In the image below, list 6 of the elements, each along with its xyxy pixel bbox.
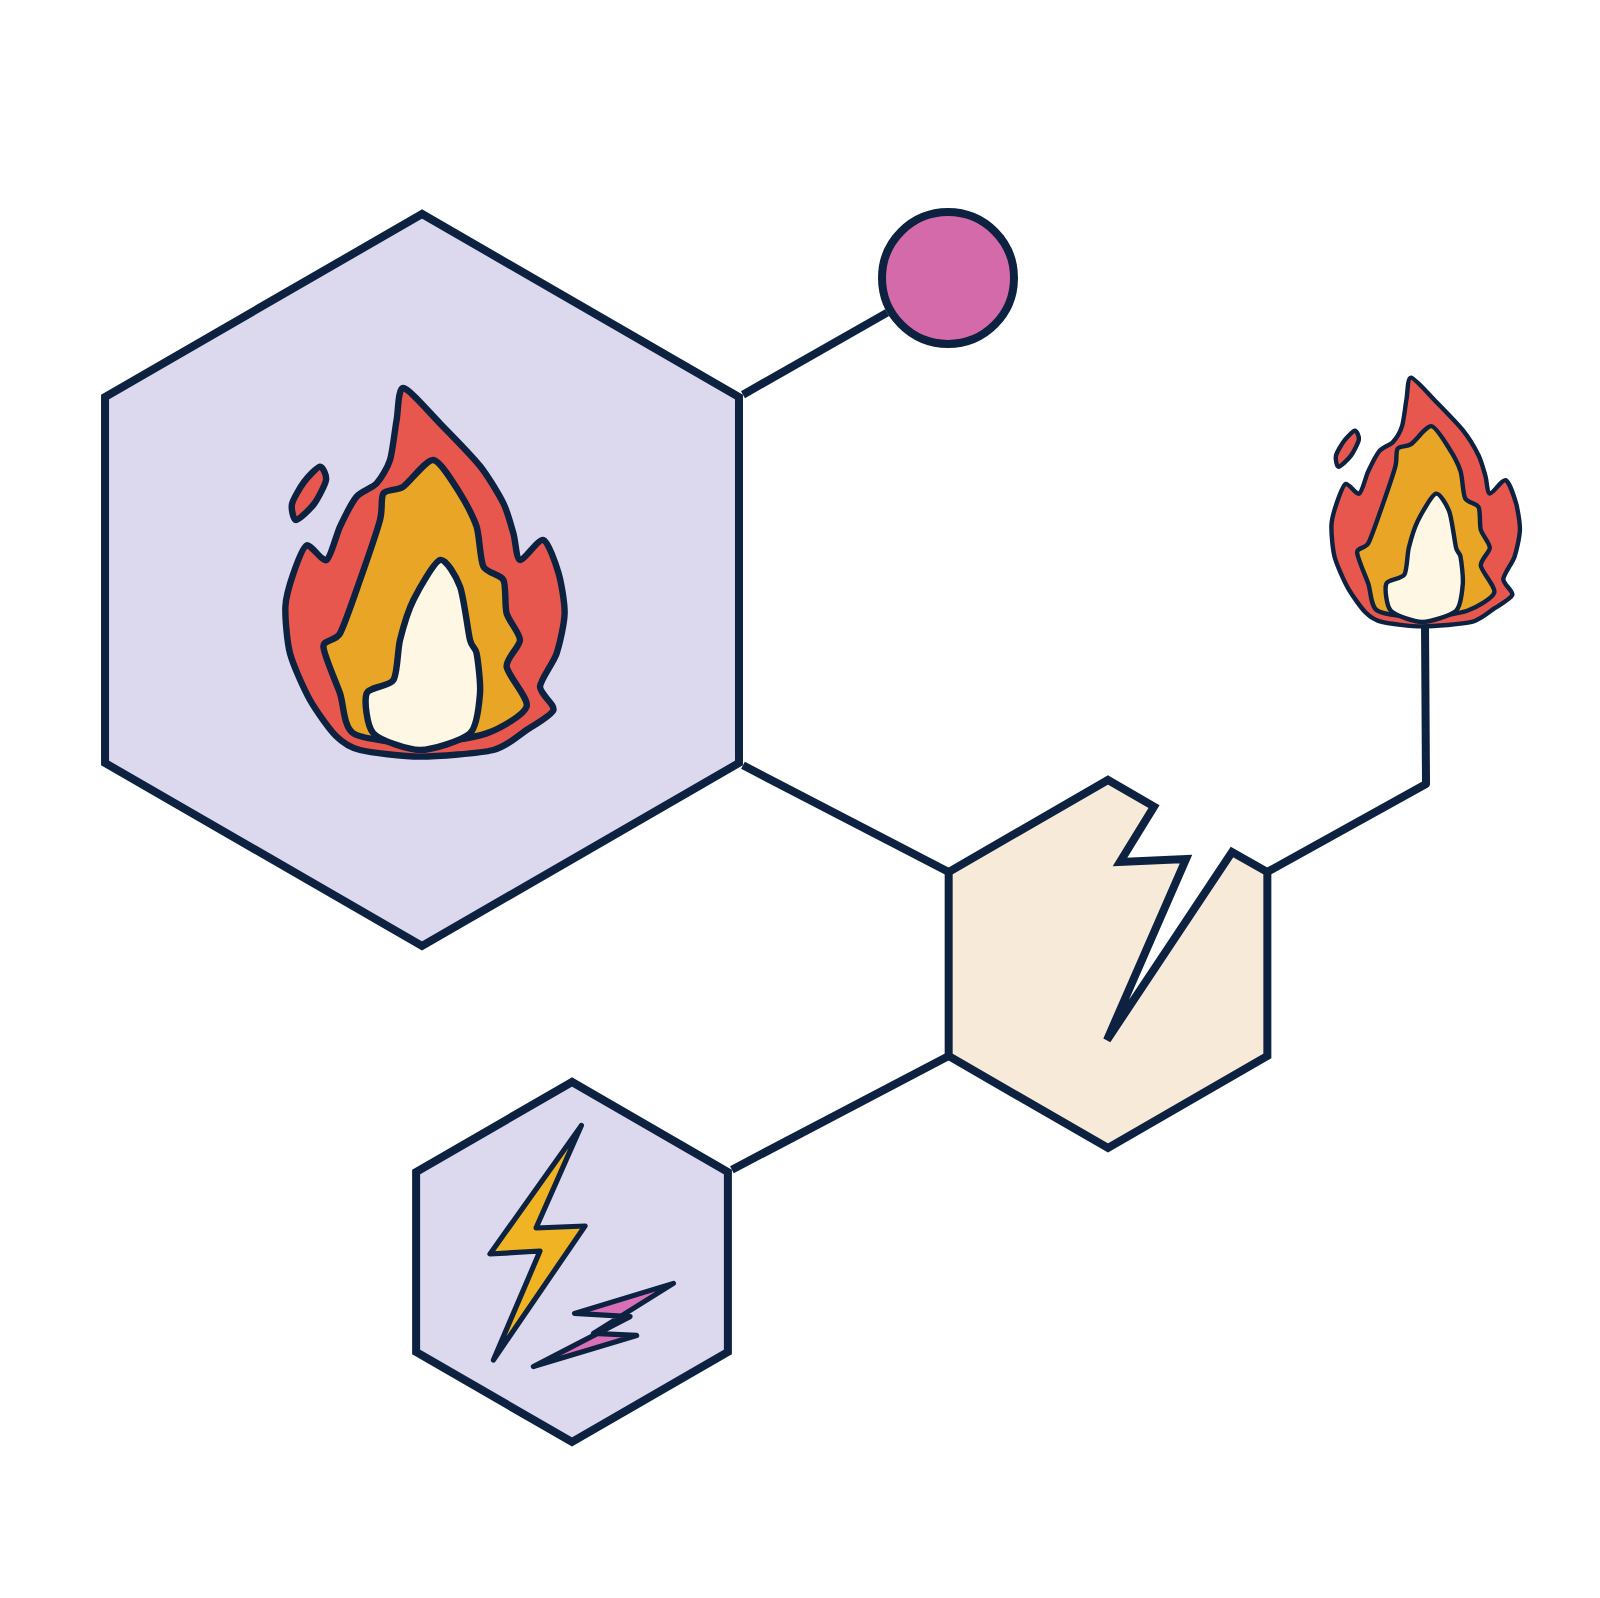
flame-icon	[1329, 375, 1523, 629]
circle	[878, 208, 1018, 348]
connector-line	[741, 761, 951, 876]
connector-line	[741, 309, 890, 399]
connector-line	[730, 1052, 951, 1174]
connector-line	[1265, 626, 1430, 876]
